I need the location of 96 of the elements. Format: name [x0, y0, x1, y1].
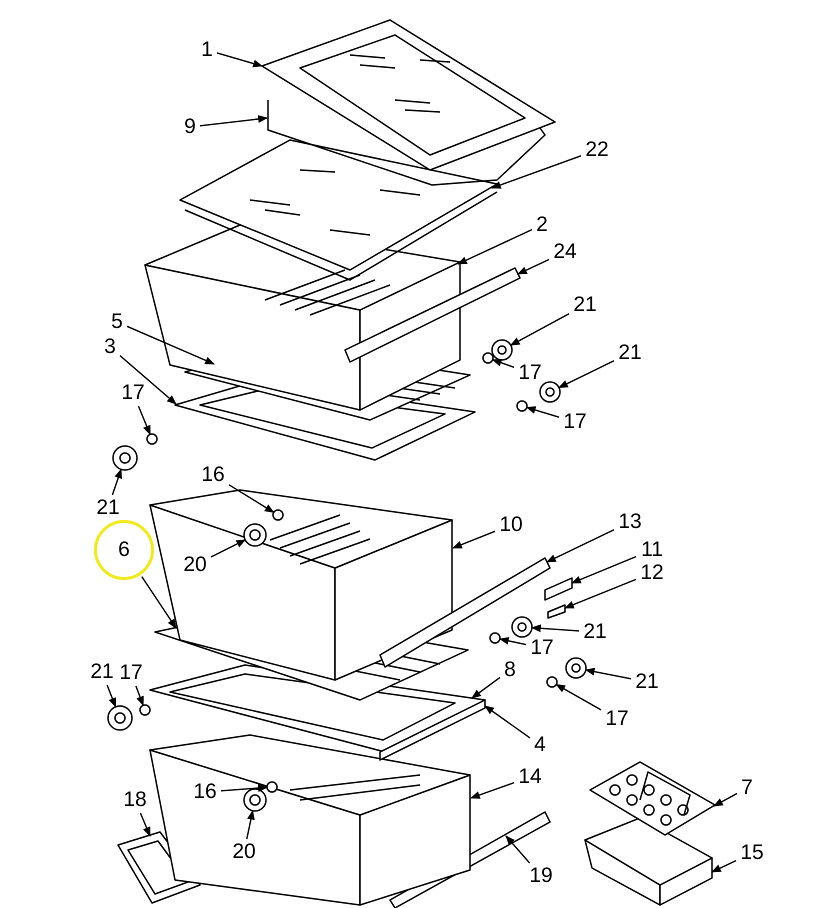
leader-line	[492, 358, 514, 368]
knob	[266, 781, 278, 793]
leader-line	[711, 860, 736, 873]
wheel	[511, 616, 533, 638]
roller-bar	[344, 267, 521, 363]
callout-number: 17	[530, 637, 554, 659]
callout-number: 20	[183, 554, 207, 576]
callout-number: 22	[585, 139, 609, 161]
wheel	[491, 339, 513, 361]
callout-number: 1	[201, 39, 213, 61]
highlighted-callout-number: 6	[94, 520, 154, 580]
wheel	[539, 381, 561, 403]
callout-number: 11	[641, 539, 663, 561]
knob	[272, 509, 284, 521]
leader-line	[112, 468, 122, 496]
callout-number: 15	[740, 842, 764, 864]
storage-bin	[584, 817, 713, 906]
callout-number: 13	[618, 511, 642, 533]
callout-number: 19	[529, 865, 553, 887]
leader-line	[470, 782, 514, 799]
leader-line	[246, 810, 255, 840]
glass-shelf	[179, 139, 498, 281]
callout-number: 16	[201, 464, 225, 486]
stud	[516, 400, 528, 412]
callout-number: 17	[121, 382, 145, 404]
callout-number: 21	[618, 342, 642, 364]
leader-line	[546, 529, 614, 563]
leader-line	[510, 313, 570, 346]
leader-line	[505, 835, 530, 864]
leader-line	[558, 360, 614, 388]
leader-line	[220, 784, 268, 792]
callout-number: 17	[563, 411, 587, 433]
leader-line	[517, 258, 550, 275]
callout-number: 16	[193, 781, 217, 803]
leader-line	[571, 556, 636, 584]
callout-number: 3	[104, 336, 116, 358]
wheel	[243, 523, 267, 547]
leader-line	[138, 406, 151, 436]
leader-line	[491, 155, 582, 189]
wheel	[107, 705, 133, 731]
leader-line	[106, 684, 116, 708]
callout-number: 21	[90, 661, 114, 683]
shelf-frame	[267, 100, 546, 186]
stud	[146, 433, 158, 445]
callout-number: 21	[583, 621, 607, 643]
callout-number: 18	[123, 789, 147, 811]
stud	[489, 632, 501, 644]
tab	[547, 604, 566, 619]
callout-number: 17	[605, 708, 629, 730]
leader-line	[526, 406, 560, 418]
leader-line	[216, 52, 263, 68]
callout-number: 14	[518, 766, 542, 788]
wheel	[112, 445, 138, 471]
callout-number: 17	[119, 662, 143, 684]
callout-number: 5	[111, 311, 123, 333]
callout-number: 8	[504, 659, 516, 681]
wheel	[565, 657, 587, 679]
leader-line	[471, 676, 500, 699]
stud	[139, 704, 151, 716]
front-rail	[379, 699, 486, 761]
leader-line	[126, 326, 215, 365]
callout-number: 21	[573, 294, 597, 316]
leader-line	[584, 668, 632, 680]
callout-number: 24	[553, 241, 577, 263]
leader-line	[140, 812, 151, 837]
tab	[544, 577, 573, 601]
stud	[546, 676, 558, 688]
callout-number: 12	[640, 562, 664, 584]
callout-number: 21	[635, 671, 659, 693]
leader-line	[141, 576, 177, 629]
leader-line	[120, 355, 177, 405]
leader-line	[135, 686, 144, 706]
stud	[482, 352, 494, 364]
leader-line	[484, 705, 530, 738]
leader-line	[713, 792, 738, 807]
callout-number: 10	[499, 514, 523, 536]
crisper-drawer	[149, 489, 453, 681]
callout-number: 7	[741, 777, 753, 799]
glass-shelf	[261, 19, 556, 171]
callout-number: 21	[96, 497, 120, 519]
crisper-drawer	[149, 734, 471, 906]
callout-number: 20	[232, 841, 256, 863]
egg-tray	[589, 761, 716, 836]
leader-line	[210, 539, 246, 558]
leader-line	[228, 484, 275, 513]
leader-line	[452, 530, 496, 549]
leader-line	[555, 684, 602, 710]
leader-line	[200, 115, 268, 126]
callout-number: 4	[534, 734, 546, 756]
leader-line	[457, 228, 532, 265]
callout-number: 9	[184, 116, 196, 138]
callout-number: 2	[536, 214, 548, 236]
callout-number: 17	[518, 362, 542, 384]
leader-line	[498, 637, 526, 646]
leader-line	[531, 624, 580, 632]
leader-line	[564, 578, 636, 609]
